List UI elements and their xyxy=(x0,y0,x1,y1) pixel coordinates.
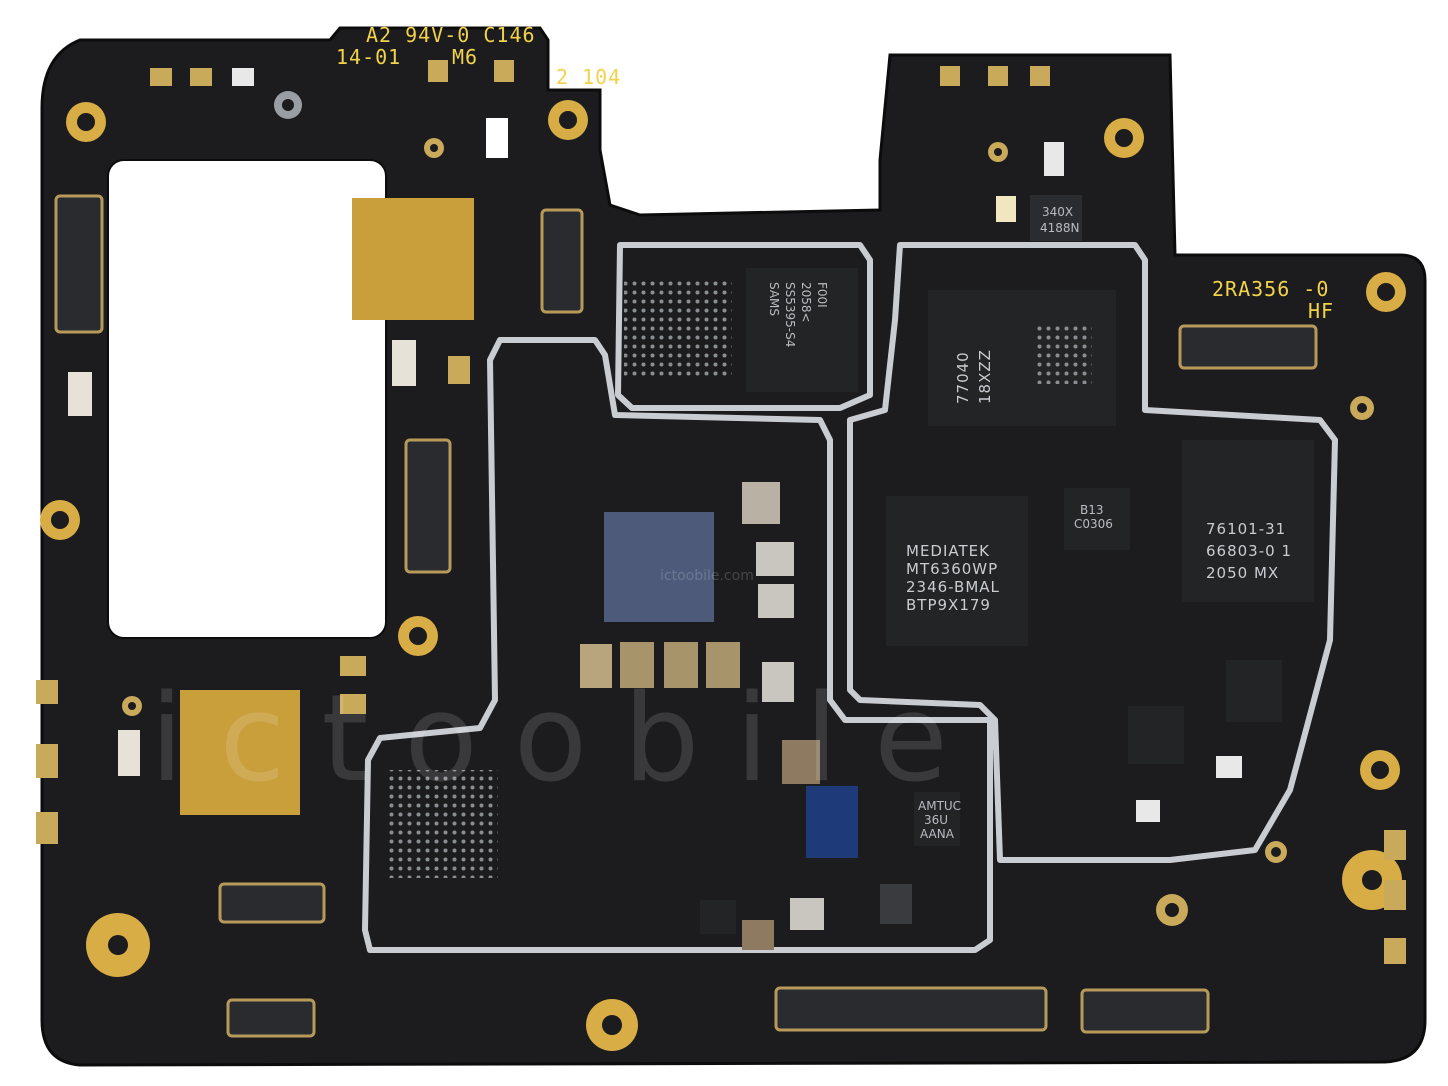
silk-top-line2b: M6 xyxy=(452,45,478,69)
chip-blue-small xyxy=(806,786,858,858)
chip-bga-flash xyxy=(624,280,732,380)
pa-line2: 66803-0 1 xyxy=(1206,542,1292,560)
coax-connectors xyxy=(122,138,1374,926)
shield-frames xyxy=(362,242,1338,953)
chip-small1 xyxy=(1064,488,1130,550)
smd-small-parts xyxy=(36,60,1406,964)
flash-line2: SS5395-S4 xyxy=(783,282,797,347)
camera-cutout xyxy=(107,159,387,639)
chip-qr-code xyxy=(1034,322,1092,384)
chip-pmic xyxy=(886,496,1028,646)
gold-pad-top xyxy=(352,198,474,320)
flash-line1: SAMS xyxy=(767,282,781,316)
chip-qfn-right1 xyxy=(1226,660,1282,722)
chip-small3 xyxy=(914,792,960,846)
passive-components xyxy=(580,482,912,950)
small3-line1: AMTUC xyxy=(918,799,961,813)
pmic-line1: MEDIATEK xyxy=(906,542,990,560)
chip-small2 xyxy=(1030,195,1082,241)
silk-board-id: 2RA356 -0 xyxy=(1212,277,1329,301)
small1-line1: B13 xyxy=(1080,503,1104,517)
chip-soc-blue xyxy=(604,512,714,622)
ram-line1: 77040 xyxy=(954,351,972,404)
chip-flash xyxy=(746,268,858,392)
board-connectors xyxy=(54,194,1318,1038)
watermark-url: ictoobile.com xyxy=(660,568,754,584)
chip-bga-left xyxy=(388,770,498,878)
small3-line2: 36U xyxy=(924,813,948,827)
ram-line2: 18XZZ xyxy=(976,349,994,404)
pmic-line3: 2346-BMAL xyxy=(906,578,1000,596)
watermark-text: ictoobile xyxy=(150,670,984,809)
small2-line1: 340X xyxy=(1042,205,1073,219)
chip-pa xyxy=(1182,440,1314,602)
silk-board-id2: HF xyxy=(1308,299,1334,323)
silk-date-code: 2 104 xyxy=(556,65,621,89)
chip-qfn-right2 xyxy=(1128,706,1184,764)
silk-top-line2: 14-01 xyxy=(336,45,401,69)
small2-line2: 4188N xyxy=(1040,221,1080,235)
pa-line1: 76101-31 xyxy=(1206,520,1286,538)
flash-line4: F00I xyxy=(815,282,829,308)
flash-line3: 2058< xyxy=(799,282,813,323)
mounting-holes xyxy=(40,91,1406,1051)
pmic-line4: BTP9X179 xyxy=(906,596,991,614)
silk-top-line1: A2 94V-0 C146 xyxy=(366,23,536,47)
pmic-line2: MT6360WP xyxy=(906,560,998,578)
small3-line3: AANA xyxy=(920,827,955,841)
gold-pad-bottom xyxy=(180,690,300,815)
small1-line2: C0306 xyxy=(1074,517,1113,531)
pa-line3: 2050 MX xyxy=(1206,564,1279,582)
